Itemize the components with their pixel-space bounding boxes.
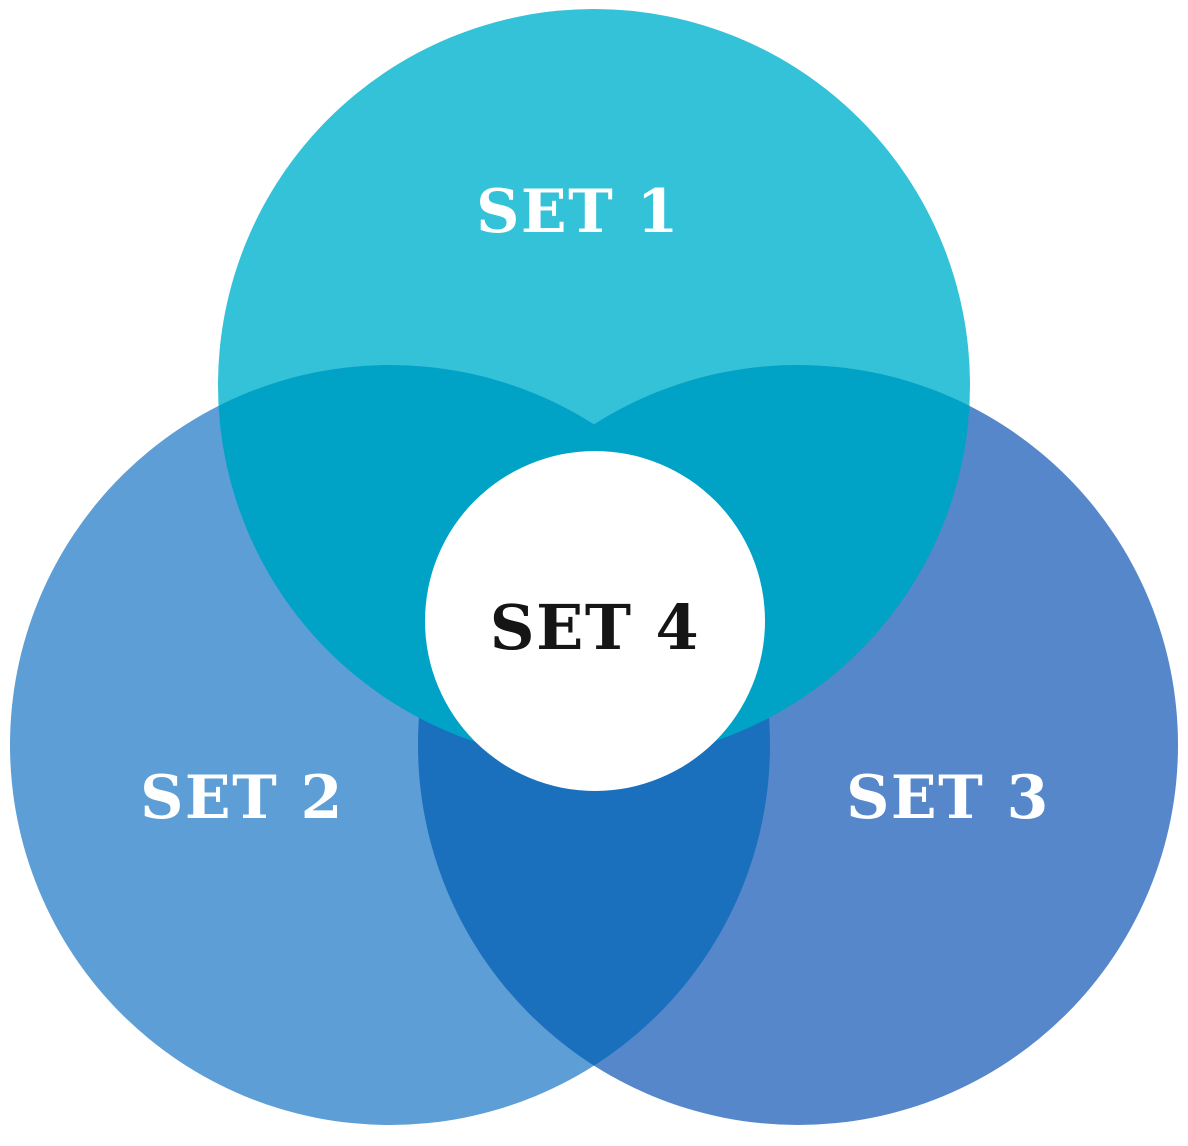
set3-label: SET 3	[846, 763, 1050, 833]
set4-circle	[425, 451, 765, 791]
set1-label: SET 1	[476, 177, 680, 247]
set4-label: SET 4	[490, 591, 700, 664]
set2-label: SET 2	[140, 763, 344, 833]
